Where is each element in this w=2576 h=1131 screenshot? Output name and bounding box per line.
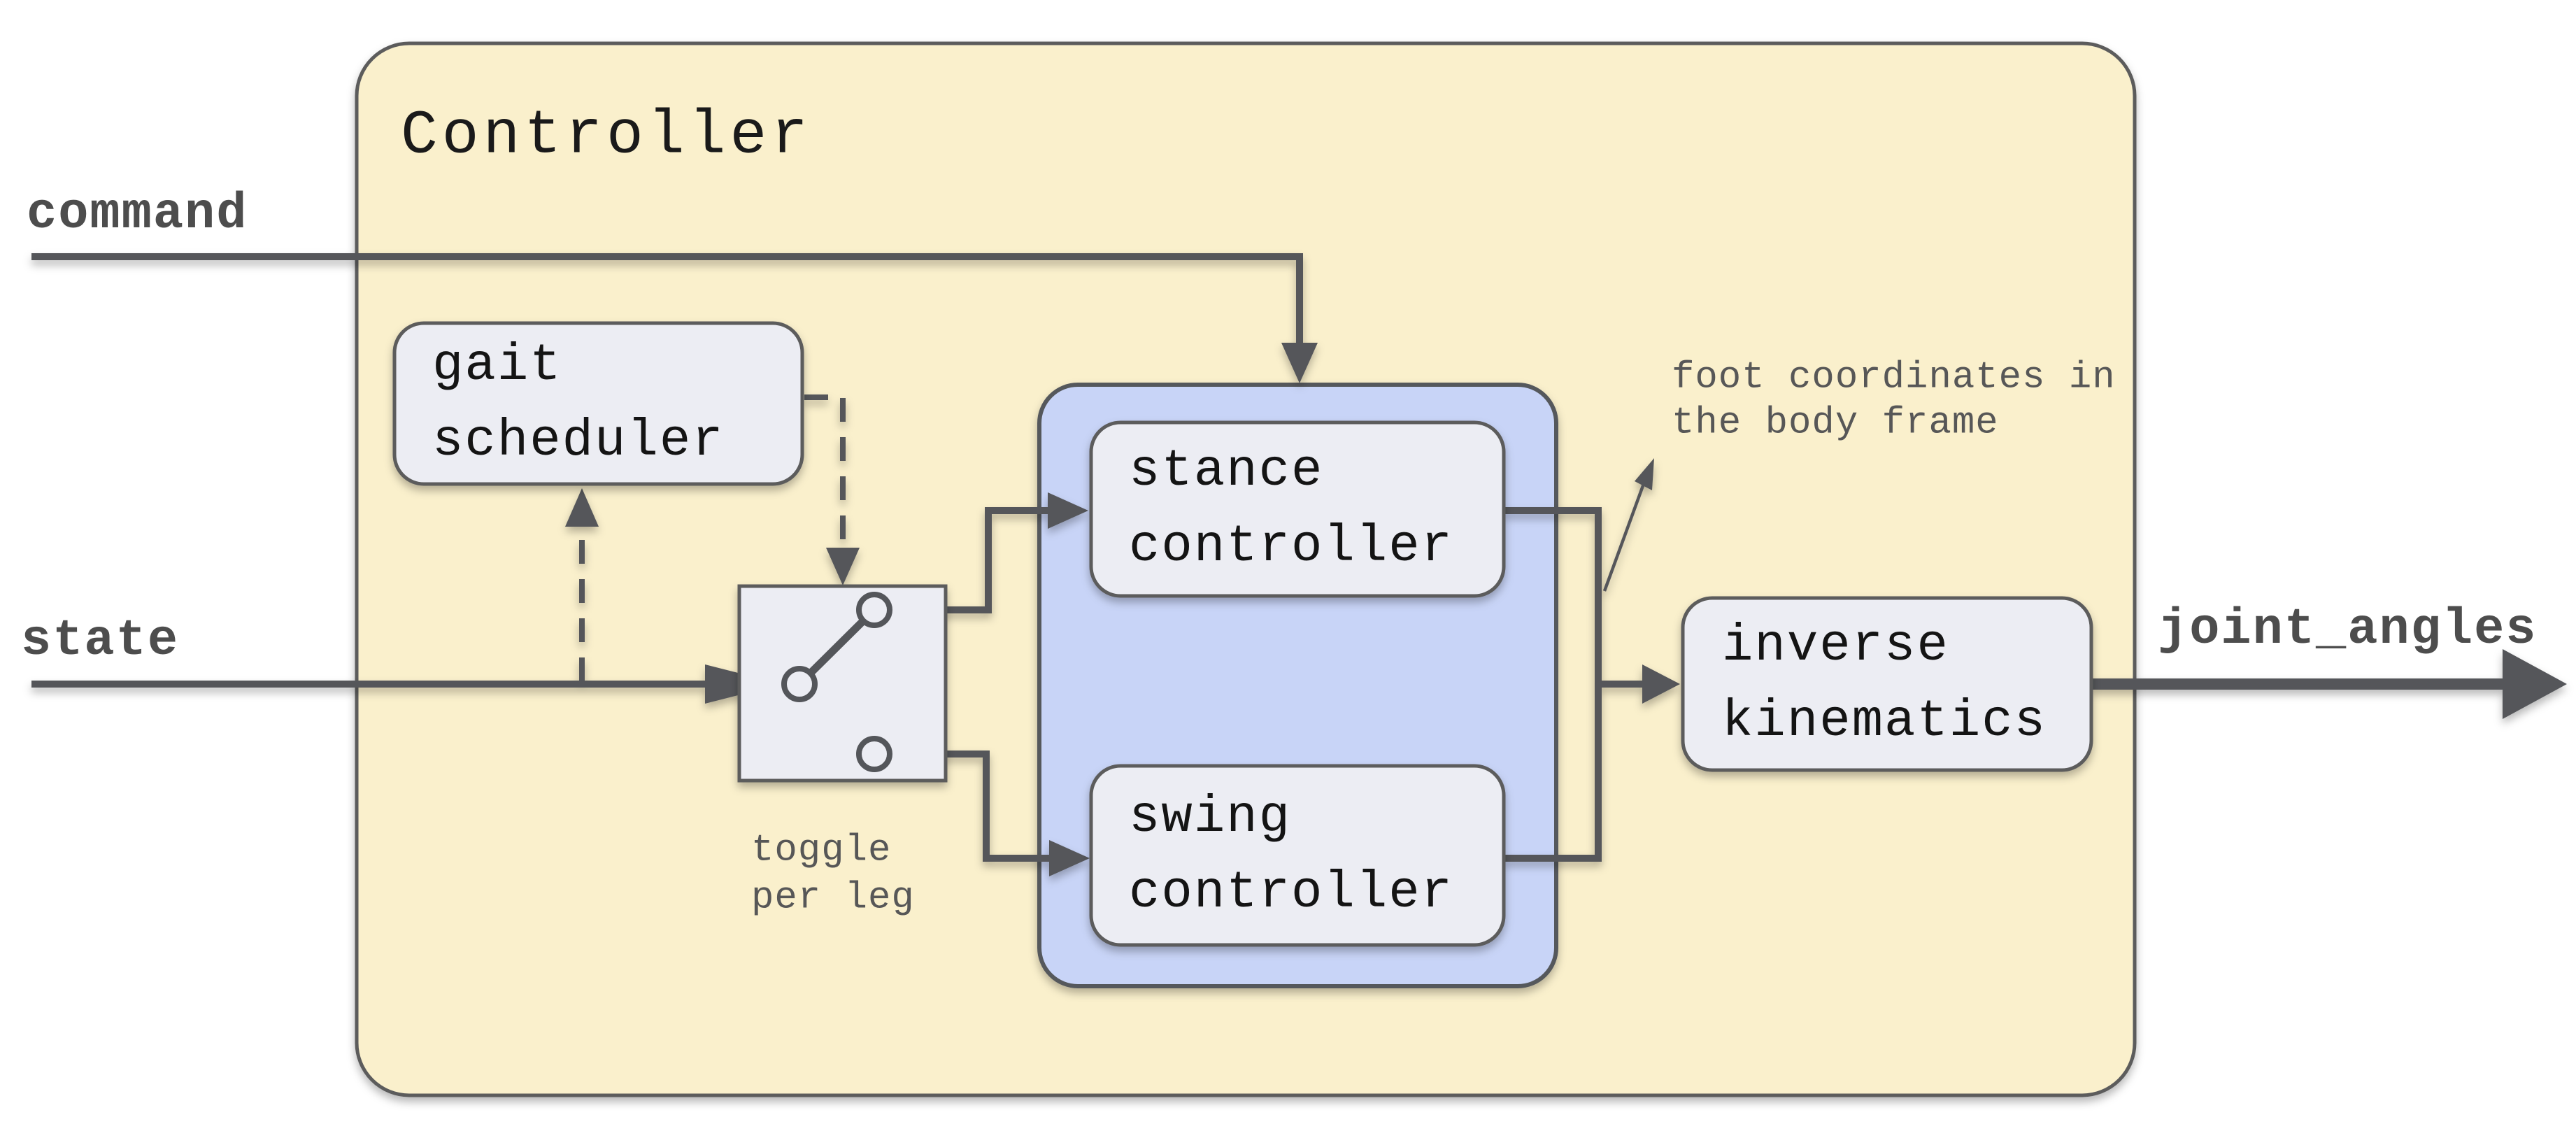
stance-controller-label-line2: controller (1129, 518, 1453, 576)
inverse-kinematics-label-line2: kinematics (1722, 692, 2047, 751)
foot-coordinates-note-line2: the body frame (1672, 402, 1999, 445)
inverse-kinematics-label: inverse kinematics (1722, 617, 2047, 751)
joint-angles-arrowhead-icon (2503, 649, 2567, 719)
stance-input-arrowhead-icon (1048, 492, 1088, 529)
swing-controller-label: swing controller (1129, 788, 1453, 923)
nodes-layer (392, 321, 2093, 947)
foot-coordinates-note-line1: foot coordinates in (1672, 357, 2116, 399)
switch-control-arrowhead-icon (826, 548, 860, 585)
foot-coords-annotation-arrowhead-icon (1635, 458, 1654, 490)
gait-to-switch-dashed-wire (804, 394, 846, 550)
ik-input-arrowhead-icon (1642, 664, 1680, 704)
toggle-note-line1: toggle (751, 830, 891, 872)
toggle-switch-box (737, 584, 948, 783)
gait-scheduler-label-line1: gait (432, 336, 562, 395)
stance-controller-box (1089, 420, 1506, 598)
command-input-label: command (27, 185, 248, 243)
gait-scheduler-label: gait scheduler (432, 336, 725, 471)
command-arrowhead-icon (1281, 343, 1318, 383)
swing-controller-box (1089, 764, 1506, 947)
foot-coords-annotation-line (1602, 474, 1649, 592)
foot-coordinates-note: foot coordinates in the body frame (1672, 357, 2116, 445)
toggle-note-line2: per leg (751, 877, 915, 920)
stance-controller-label: stance controller (1129, 442, 1453, 576)
controller-title: Controller (401, 102, 812, 171)
command-wire (31, 253, 1303, 344)
inverse-kinematics-label-line1: inverse (1722, 617, 1949, 676)
gait-scheduler-box (392, 321, 804, 486)
switch-pole-contact-icon (781, 666, 818, 702)
gait-input-arrowhead-icon (565, 488, 599, 527)
joint-angles-output-label: joint_angles (2158, 601, 2537, 658)
swing-input-arrowhead-icon (1049, 840, 1090, 876)
toggle-switch-icon (781, 592, 892, 772)
inverse-kinematics-box (1681, 596, 2093, 772)
swing-controller-label-line1: swing (1129, 788, 1291, 847)
state-input-label: state (21, 612, 179, 669)
switch-lower-contact-icon (856, 736, 892, 772)
swing-controller-label-line2: controller (1129, 864, 1453, 923)
switch-upper-contact-icon (856, 592, 892, 628)
stance-controller-label-line1: stance (1129, 442, 1323, 501)
toggle-per-leg-note: toggle per leg (751, 830, 915, 920)
gait-scheduler-label-line2: scheduler (432, 412, 725, 471)
